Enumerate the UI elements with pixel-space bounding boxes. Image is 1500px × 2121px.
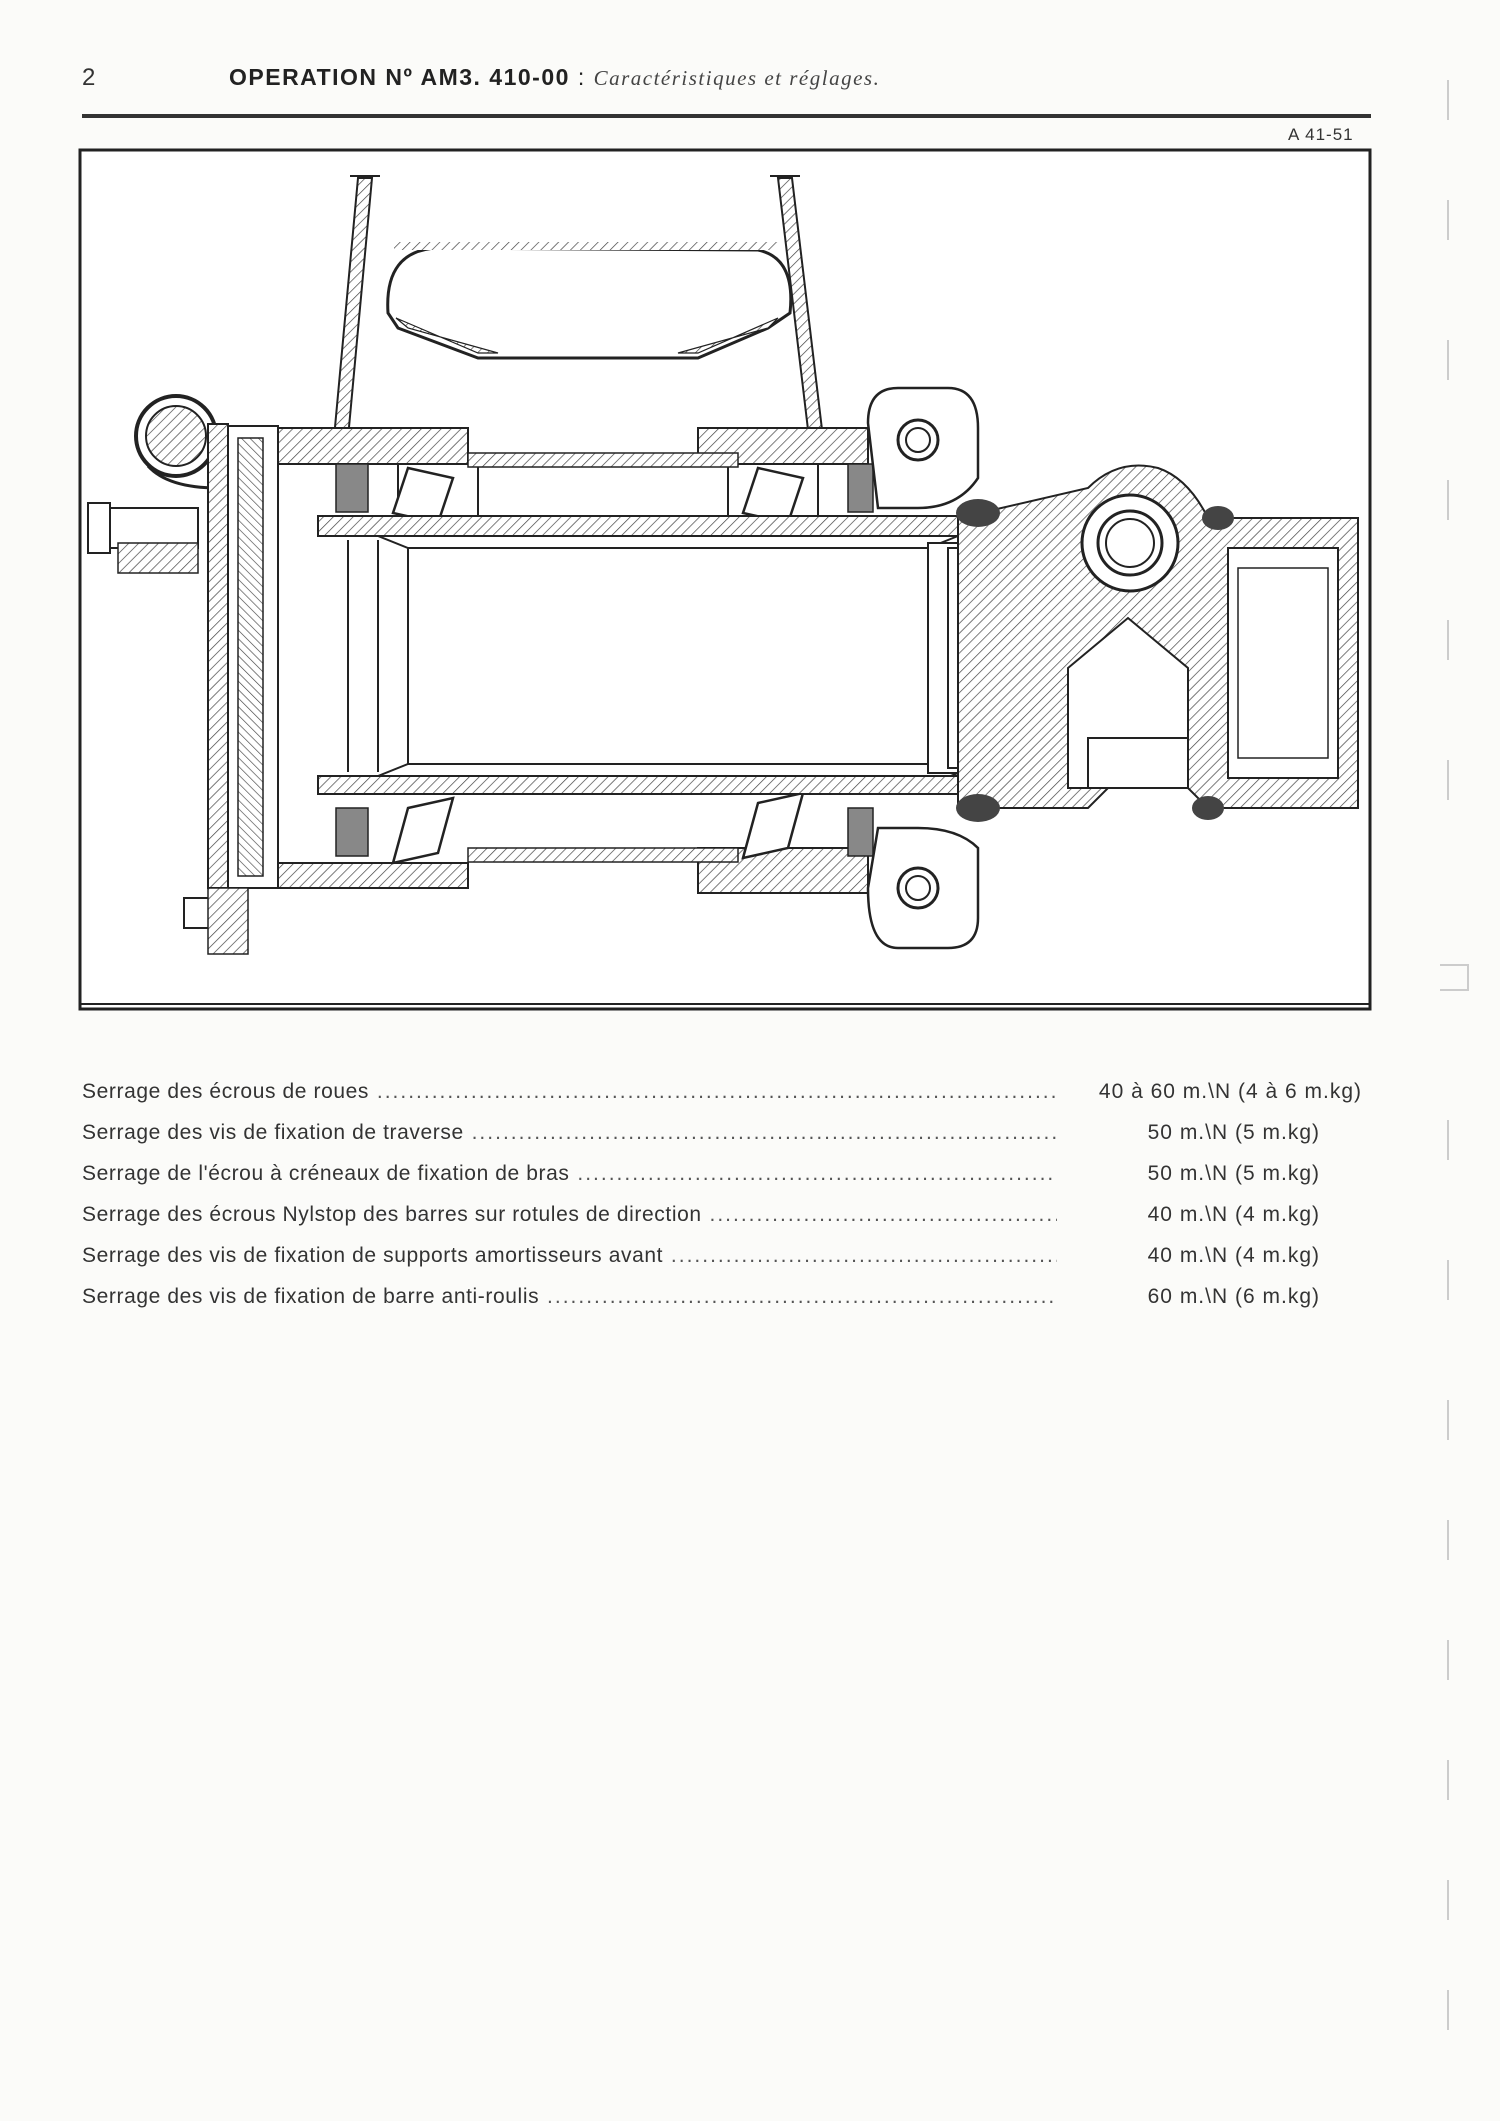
page-title: OPERATION Nº AM3. 410-00 : Caractéristiq… <box>229 64 880 91</box>
upper-arm <box>332 175 825 439</box>
steering-knuckle <box>956 464 1359 822</box>
spec-label: Serrage des vis de fixation de traverse <box>82 1121 1057 1145</box>
spec-value: 40 m.\N (4 m.kg) <box>1147 1203 1320 1226</box>
operation-title: OPERATION Nº AM3. 410-00 <box>229 64 570 90</box>
spec-label: Serrage des vis de fixation de supports … <box>82 1244 1057 1268</box>
bearing-housing-bottom <box>277 791 874 894</box>
spec-row: Serrage des vis de fixation de traverse … <box>82 1121 1362 1162</box>
spec-label: Serrage des vis de fixation de barre ant… <box>82 1285 1057 1309</box>
title-separator: : <box>577 64 586 90</box>
spec-label: Serrage des écrous Nylstop des barres su… <box>82 1203 1057 1227</box>
technical-drawing <box>78 148 1372 1011</box>
spec-value: 40 à 60 m.\N (4 à 6 m.kg) <box>1098 1080 1362 1103</box>
spec-row: Serrage des vis de fixation de barre ant… <box>82 1285 1362 1326</box>
hub-flange <box>87 423 279 955</box>
header-rule <box>82 114 1371 118</box>
spec-row: Serrage des vis de fixation de supports … <box>82 1244 1362 1285</box>
spec-row: Serrage des écrous Nylstop des barres su… <box>82 1203 1362 1244</box>
spec-value: 60 m.\N (6 m.kg) <box>1147 1285 1320 1308</box>
spec-row: Serrage de l'écrou à créneaux de fixatio… <box>82 1162 1362 1203</box>
binding-margin-marks <box>1440 80 1469 2030</box>
spec-row: Serrage des écrous de roues 40 à 60 m.\N… <box>82 1080 1362 1121</box>
tightening-torques-list: Serrage des écrous de roues 40 à 60 m.\N… <box>82 1080 1362 1326</box>
bearing-housing-top <box>277 427 874 529</box>
spec-label: Serrage de l'écrou à créneaux de fixatio… <box>82 1162 1057 1186</box>
mounting-lugs <box>866 386 980 950</box>
operation-subtitle: Caractéristiques et réglages. <box>593 66 881 90</box>
spec-value: 50 m.\N (5 m.kg) <box>1147 1121 1320 1144</box>
spec-value: 50 m.\N (5 m.kg) <box>1147 1162 1320 1185</box>
spec-value: 40 m.\N (4 m.kg) <box>1147 1244 1320 1267</box>
figure-reference: A 41-51 <box>1288 125 1354 144</box>
page-number: 2 <box>82 64 96 91</box>
spec-label: Serrage des écrous de roues <box>82 1080 1057 1104</box>
